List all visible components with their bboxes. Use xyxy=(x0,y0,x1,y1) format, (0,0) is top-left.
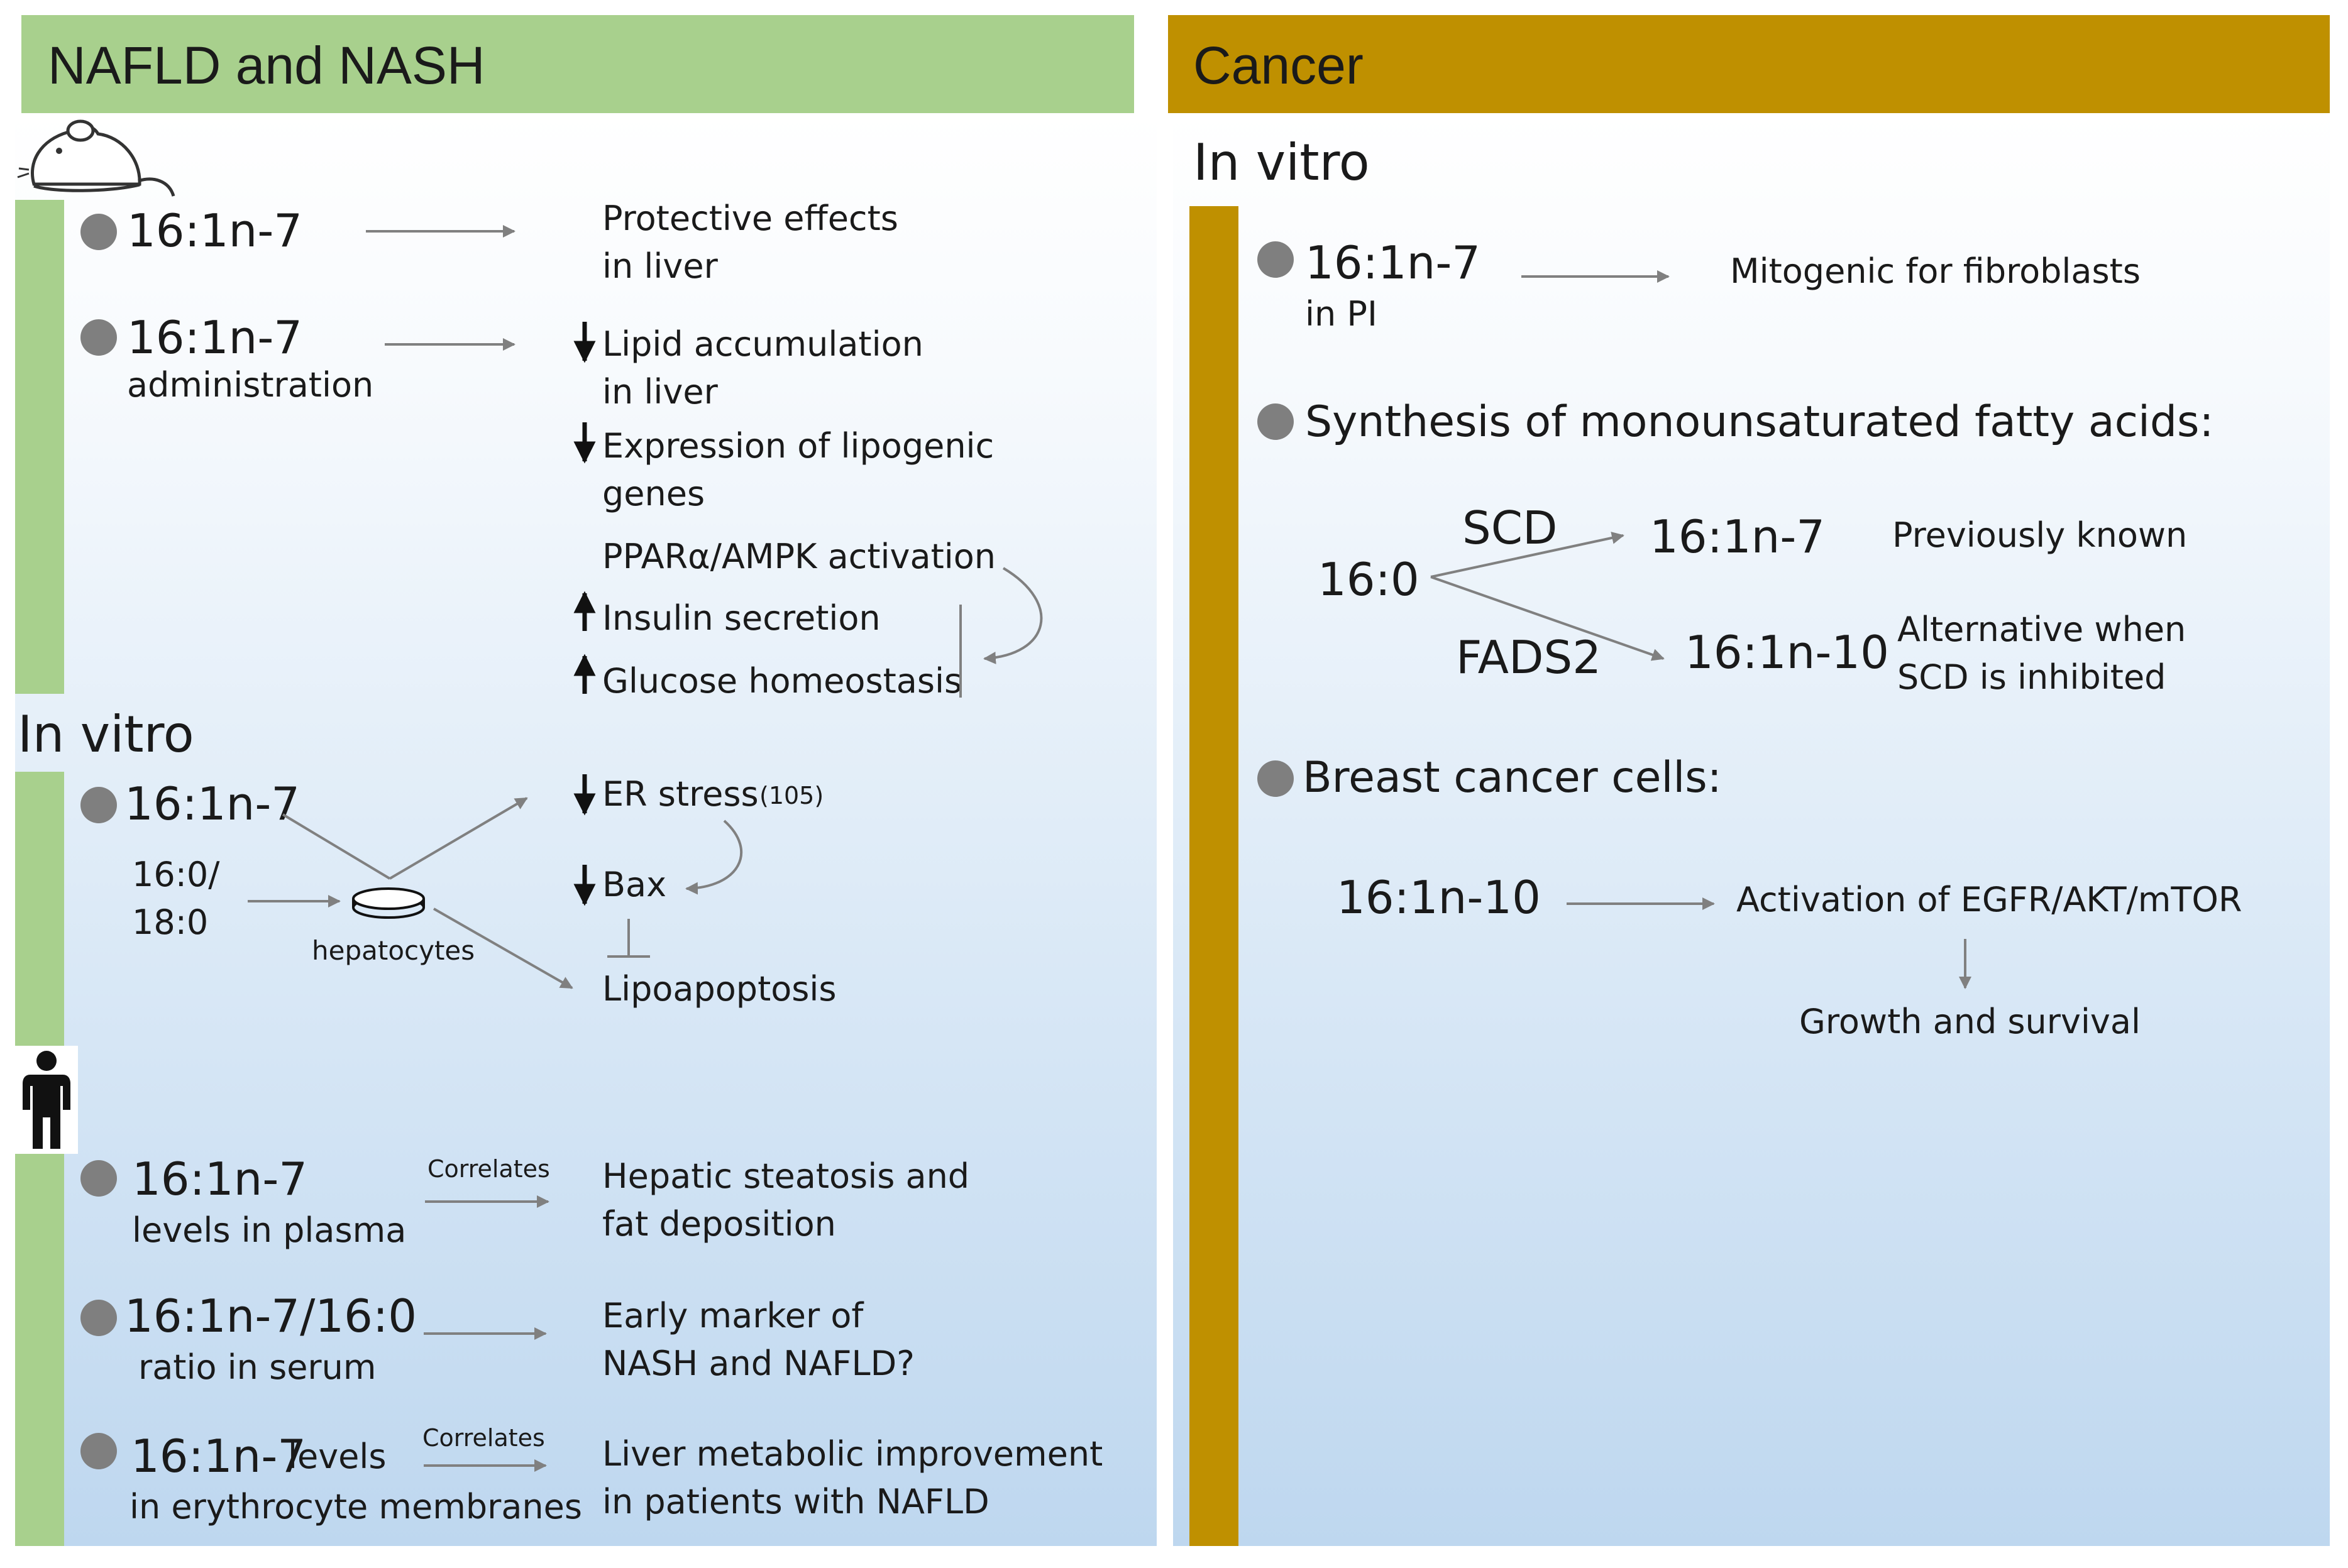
in-vitro-title: In vitro xyxy=(1193,133,1370,192)
effect-text: Early marker of xyxy=(602,1296,864,1335)
compound-subtitle: in erythrocyte membranes xyxy=(130,1487,583,1527)
effect-text: in liver xyxy=(602,246,718,286)
bullet-point xyxy=(80,214,117,250)
compound-label: 16:1n-7 xyxy=(131,1430,307,1483)
mouse-section-bar xyxy=(15,200,64,694)
arrow-down-right xyxy=(1430,576,1665,661)
bullet-point xyxy=(80,1300,117,1336)
pathway-note: Alternative when xyxy=(1897,610,2186,649)
compound-subtitle: administration xyxy=(127,365,374,405)
pathway-source: 16:0 xyxy=(1318,553,1419,606)
compound-label: 16:1n-10 xyxy=(1337,871,1541,924)
outcome-text: Growth and survival xyxy=(1799,1002,2141,1041)
compound-label: 16:1n-7 xyxy=(132,1153,308,1205)
arrow-line xyxy=(282,813,391,880)
person-icon xyxy=(23,1051,70,1149)
in-vitro-section-bar xyxy=(15,772,64,1046)
effect-text: Hepatic steatosis and xyxy=(602,1156,970,1196)
pathway-note: Previously known xyxy=(1892,515,2188,555)
arrow-up-right xyxy=(1430,532,1624,578)
pathway-note: SCD is inhibited xyxy=(1897,657,2166,697)
relation-label: Correlates xyxy=(427,1155,550,1183)
mouse-icon xyxy=(17,119,175,197)
right-panel-header xyxy=(1168,15,2330,113)
right-panel-background xyxy=(1173,113,2330,1546)
compound-subtitle: levels in plasma xyxy=(132,1210,407,1250)
compound-subtitle: ratio in serum xyxy=(138,1347,377,1387)
effect-text: NASH and NAFLD? xyxy=(602,1344,915,1383)
effect-text: Expression of lipogenic xyxy=(602,426,995,466)
arrow-up-right xyxy=(389,797,528,880)
curved-arrow xyxy=(983,567,1043,664)
reference-number: (105) xyxy=(759,782,824,809)
input-fatty-acid: 16:0/ xyxy=(132,855,220,894)
pathway-product: 16:1n-7 xyxy=(1650,510,1826,563)
effect-text: in patients with NAFLD xyxy=(602,1482,989,1521)
cell-label: hepatocytes xyxy=(312,935,475,966)
effect-text: Glucose homeostasis xyxy=(602,661,962,701)
effect-text: Mitogenic for fibroblasts xyxy=(1730,251,2141,291)
effect-text: fat deposition xyxy=(602,1204,836,1244)
relation-label: Correlates xyxy=(422,1424,545,1452)
human-section-bar xyxy=(15,1154,64,1546)
section-heading: Breast cancer cells: xyxy=(1303,753,1722,803)
bullet-point xyxy=(80,787,117,823)
bax-label: Bax xyxy=(602,865,667,904)
bullet-point xyxy=(80,1160,117,1197)
compound-suffix: levels xyxy=(288,1437,387,1476)
section-heading: Synthesis of monounsaturated fatty acids… xyxy=(1305,397,2214,447)
curved-arrow xyxy=(685,820,743,895)
bullet-point xyxy=(80,1433,117,1469)
bullet-point xyxy=(1257,403,1294,440)
bullet-point xyxy=(80,319,117,356)
er-stress-label: ER stress xyxy=(602,774,759,814)
effect-text: PPARα/AMPK activation xyxy=(602,537,996,576)
compound-label: 16:1n-7 xyxy=(127,311,303,364)
left-panel-header xyxy=(21,15,1134,113)
effect-text: Lipid accumulation xyxy=(602,324,923,364)
bullet-point xyxy=(1257,241,1294,278)
effect-text: Insulin secretion xyxy=(602,598,881,638)
right-panel-title: Cancer xyxy=(1193,36,1364,95)
compound-label: 16:1n-7 xyxy=(1305,236,1481,289)
effect-text: Activation of EGFR/AKT/mTOR xyxy=(1736,880,2242,919)
lipoapoptosis-label: Lipoapoptosis xyxy=(602,969,837,1009)
cancer-section-bar xyxy=(1189,206,1238,1546)
effect-text: in liver xyxy=(602,372,718,412)
enzyme-label: SCD xyxy=(1462,502,1558,554)
compound-label: 16:1n-7 xyxy=(127,204,303,257)
inhibition-symbol xyxy=(607,919,650,958)
arrow-down-right xyxy=(433,907,573,989)
effect-text: Protective effects xyxy=(602,199,898,238)
effect-text: Liver metabolic improvement xyxy=(602,1434,1103,1474)
cell-dish-icon xyxy=(352,887,425,919)
compound-subtitle: in PI xyxy=(1305,294,1377,334)
compound-label: 16:1n-7 xyxy=(124,777,300,830)
input-fatty-acid: 18:0 xyxy=(132,902,209,942)
bullet-point xyxy=(1257,760,1294,797)
enzyme-label: FADS2 xyxy=(1456,631,1602,684)
left-panel-title: NAFLD and NASH xyxy=(48,36,485,95)
effect-text: genes xyxy=(602,474,705,513)
pathway-product: 16:1n-10 xyxy=(1685,626,1889,679)
in-vitro-title: In vitro xyxy=(18,705,194,764)
compound-label: 16:1n-7/16:0 xyxy=(124,1290,417,1342)
